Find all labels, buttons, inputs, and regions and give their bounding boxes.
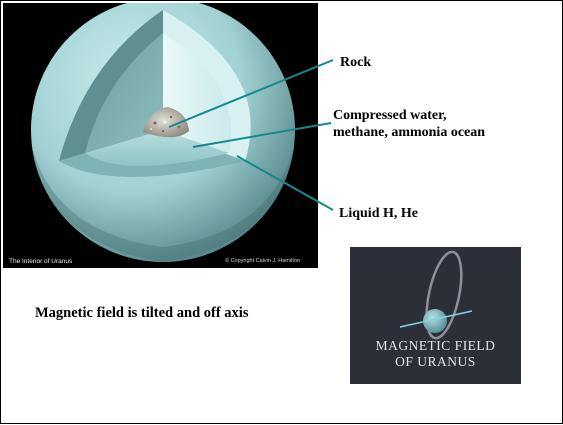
magnetic-title-line1: MAGNETIC FIELD <box>350 338 521 354</box>
magnetic-field-caption: Magnetic field is tilted and off axis <box>35 305 248 322</box>
label-ocean-line1: Compressed water, <box>333 107 485 124</box>
label-ocean-line2: methane, ammonia ocean <box>333 124 485 141</box>
uranus-interior-illustration <box>3 3 318 268</box>
magnetic-title-line2: OF URANUS <box>350 354 521 370</box>
figure-copyright: © Copyright Calvin J. Hamilton <box>225 258 300 264</box>
label-ocean: Compressed water, methane, ammonia ocean <box>333 107 485 141</box>
label-rock: Rock <box>340 54 371 71</box>
magnetic-field-image: MAGNETIC FIELD OF URANUS <box>350 247 521 384</box>
label-liquid-h-he: Liquid H, He <box>339 205 418 222</box>
uranus-interior-figure: The Interior of Uranus © Copyright Calvi… <box>3 3 318 268</box>
figure-title: The Interior of Uranus <box>9 258 72 265</box>
